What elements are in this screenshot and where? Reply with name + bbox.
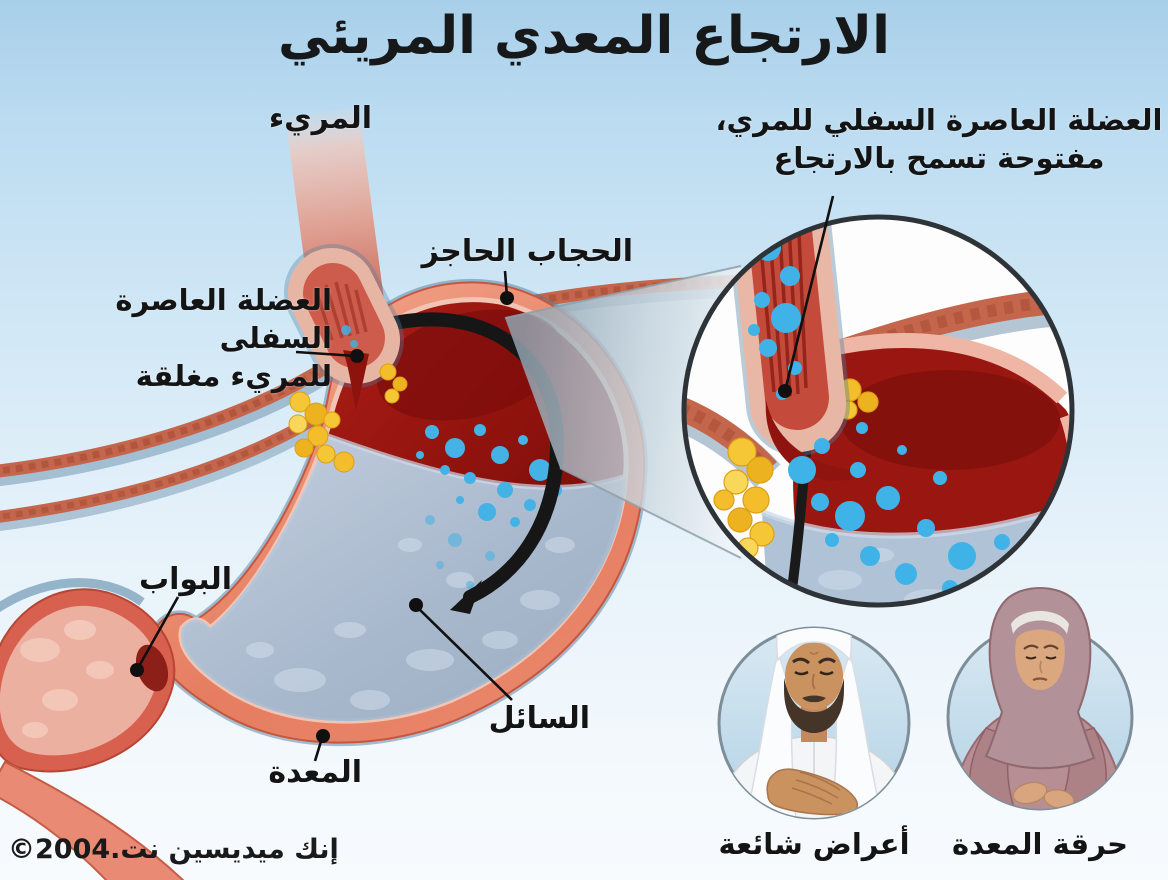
fat-tissue-magnified — [713, 378, 879, 559]
label-diaphragm: الحجاب الحاجز — [421, 234, 633, 269]
label-les-open: العضلة العاصرة السفلي للمري، مفتوحة تسمح… — [714, 101, 1164, 177]
label-les-open-line2: مفتوحة تسمح بالارتجاع — [773, 141, 1105, 175]
les-junction — [284, 244, 408, 473]
duodenum-bulb — [0, 578, 185, 880]
fat-tissue — [288, 363, 408, 473]
label-les-closed-line1: العضلة العاصرة السفلى — [115, 283, 332, 355]
label-heartburn: حرقة المعدة — [951, 827, 1129, 861]
label-fluid: السائل — [488, 701, 590, 736]
label-pylorus: البواب — [138, 562, 232, 597]
magnifier-circle — [681, 214, 1075, 608]
magnifier-wedge — [504, 265, 742, 559]
label-les-closed-line2: للمريء مغلقة — [135, 359, 332, 393]
label-stomach: المعدة — [268, 755, 362, 790]
stomach-body — [150, 278, 648, 747]
label-common-symptoms: أعراض شائعة — [718, 827, 910, 861]
page-title: الارتجاع المعدي المريئي — [278, 6, 890, 66]
reflux-droplets — [416, 424, 562, 589]
man-portrait — [717, 626, 911, 820]
label-les-closed: العضلة العاصرة السفلى للمريء مغلقة — [0, 281, 332, 395]
copyright-text: ©2004.إنك ميديسين نت — [8, 834, 339, 865]
label-esophagus: المريء — [268, 101, 372, 136]
label-les-open-line1: العضلة العاصرة السفلي للمري، — [715, 103, 1163, 137]
leader-lines — [130, 195, 835, 762]
